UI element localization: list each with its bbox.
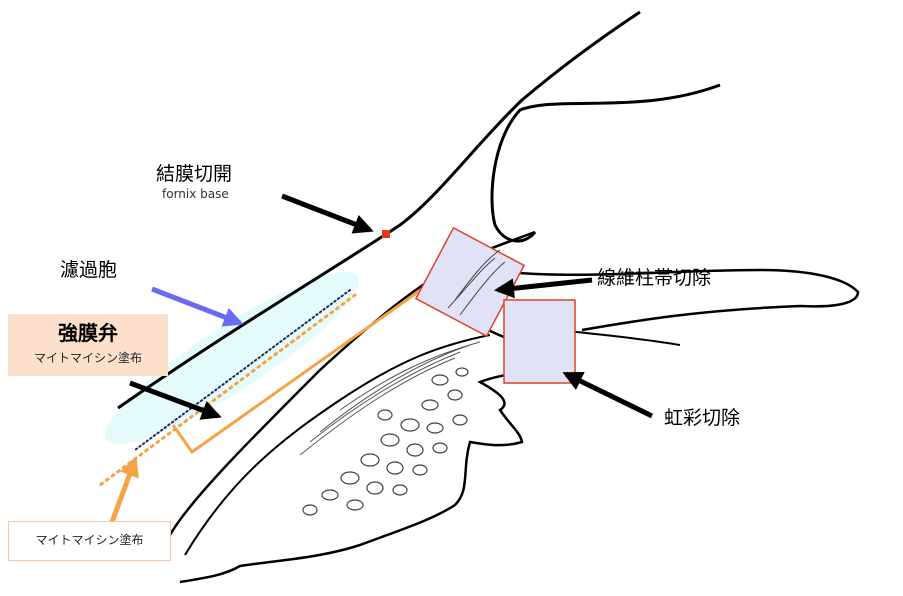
arrow-conjunctival-incision — [281, 193, 374, 234]
label-iridectomy: 虹彩切除 — [664, 407, 741, 429]
arrow-trabeculectomy — [494, 277, 593, 299]
label-mmc-bottom: マイトマイシン塗布 — [35, 533, 144, 547]
arrow-bleb — [151, 286, 244, 327]
cornea-inner-line — [559, 329, 681, 346]
mmc-bottom-label-box: マイトマイシン塗布 — [8, 521, 171, 561]
eyelid-inner-line — [490, 83, 721, 243]
eyelid-upper-line — [117, 10, 641, 410]
label-trabeculectomy: 線維柱帯切除 — [597, 267, 712, 289]
arrow-mitomycin — [109, 456, 139, 523]
label-bleb: 濾過胞 — [60, 259, 118, 281]
bleb-shape — [104, 272, 360, 444]
scleral-flap-line — [171, 246, 481, 455]
arrow-iridectomy — [562, 371, 654, 419]
label-fornix-base: fornix base — [162, 187, 229, 201]
mitomycin-dotted-line — [98, 293, 357, 487]
ciliary-lines — [299, 341, 481, 456]
iridectomy-box — [503, 299, 576, 384]
ciliary-cells — [302, 367, 469, 516]
arrow-scleral-flap — [129, 380, 222, 420]
label-mmc-flap: マイトマイシン塗布 — [33, 351, 142, 365]
sclera-outline — [184, 334, 491, 556]
incision-marker — [382, 230, 390, 238]
label-scleral-flap: 強膜弁 — [58, 321, 118, 345]
label-conjunctival-incision: 結膜切開 — [156, 163, 233, 185]
cornea-outline — [474, 266, 860, 332]
scleral-flap-label-box: 強膜弁 マイトマイシン塗布 — [8, 314, 168, 376]
trabeculectomy-hatch — [447, 249, 506, 316]
bleb-dotted-line — [134, 289, 351, 451]
